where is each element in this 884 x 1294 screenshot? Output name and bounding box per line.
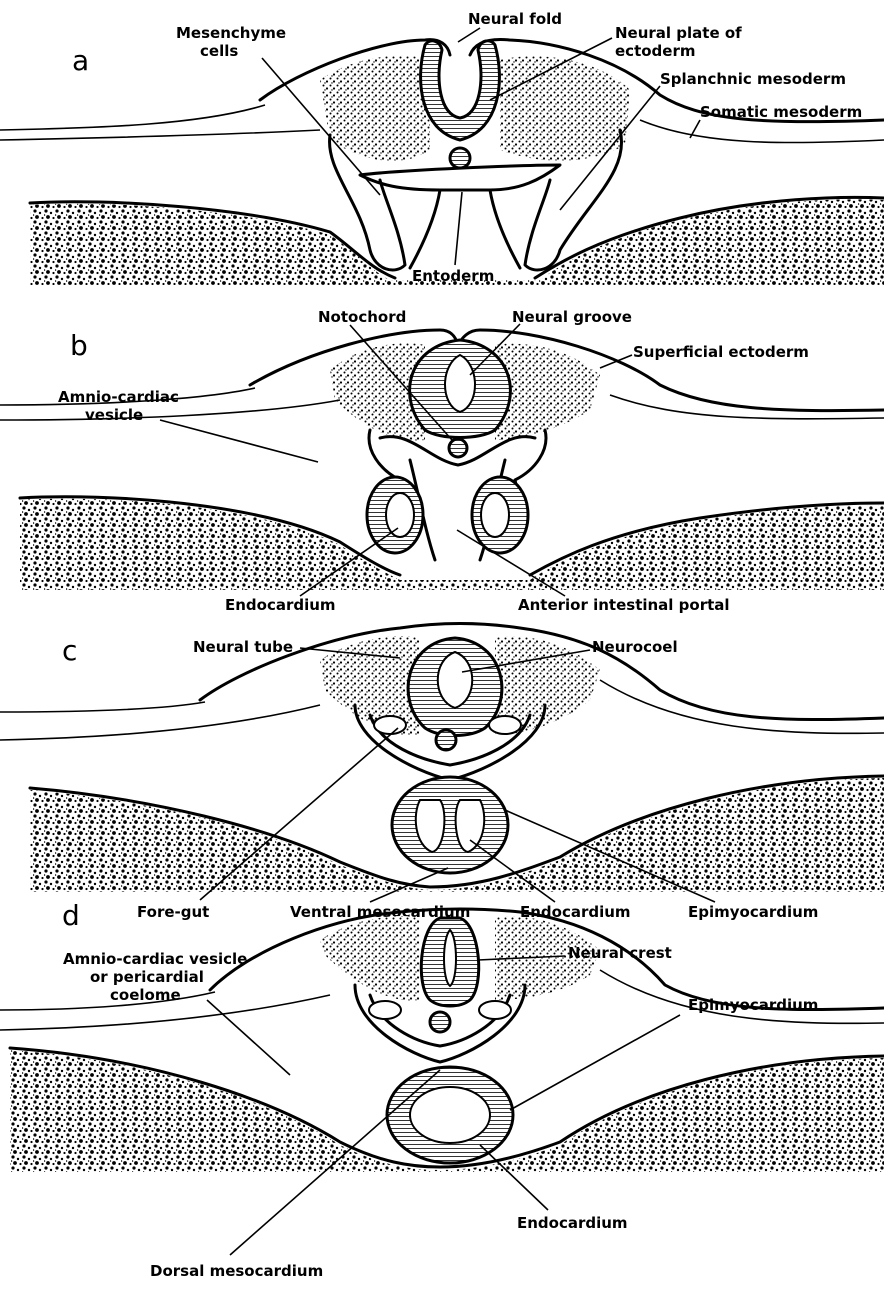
endocardium bbox=[410, 1087, 490, 1143]
label-neurocoel: Neurocoel bbox=[592, 638, 678, 656]
label-mesenchyme-line2: cells bbox=[200, 42, 238, 60]
leader-amnio bbox=[160, 420, 318, 462]
label-neural-tube: Neural tube bbox=[193, 638, 293, 656]
panel-c: c Neural tube Neurocoel Fore-gut Ventral… bbox=[0, 624, 884, 922]
notochord bbox=[436, 730, 456, 750]
coelom-left bbox=[374, 716, 406, 734]
label-amnio-line1: Amnio-cardiac vesicle bbox=[63, 950, 247, 968]
yolk-mass bbox=[20, 499, 884, 590]
label-somatic-mesoderm: Somatic mesoderm bbox=[700, 103, 862, 121]
label-entoderm: Entoderm bbox=[412, 267, 494, 285]
label-notochord: Notochord bbox=[318, 308, 406, 326]
label-amnio-line3: coelome bbox=[110, 986, 181, 1004]
notochord bbox=[450, 148, 470, 168]
somatic-left bbox=[0, 130, 320, 140]
notochord bbox=[430, 1012, 450, 1032]
label-endocardium: Endocardium bbox=[517, 1214, 628, 1232]
coelom-right bbox=[479, 1001, 511, 1019]
label-dorsal-mesocardium: Dorsal mesocardium bbox=[150, 1262, 323, 1280]
coelom-left bbox=[369, 1001, 401, 1019]
ectoderm-left-edge bbox=[0, 105, 265, 130]
label-neural-fold: Neural fold bbox=[468, 10, 562, 28]
notochord bbox=[449, 439, 467, 457]
label-epimyocardium: Epimyocardium bbox=[688, 903, 818, 921]
neurocoel bbox=[438, 652, 473, 708]
label-amnio-line1: Amnio-cardiac bbox=[58, 388, 179, 406]
neurocoel bbox=[444, 930, 456, 986]
label-epimyocardium: Epimyocardium bbox=[688, 996, 818, 1014]
ectoderm-left-edge bbox=[0, 992, 215, 1010]
heart bbox=[392, 777, 508, 873]
panel-c-letter: c bbox=[62, 634, 77, 667]
label-amnio-line2: or pericardial bbox=[90, 968, 204, 986]
entoderm-roof bbox=[360, 165, 560, 190]
label-endocardium: Endocardium bbox=[520, 903, 631, 921]
label-endocardium: Endocardium bbox=[225, 596, 336, 614]
leader-neural-fold bbox=[458, 28, 480, 42]
label-anterior-intestinal-portal: Anterior intestinal portal bbox=[518, 596, 730, 614]
label-superficial-ectoderm: Superficial ectoderm bbox=[633, 343, 809, 361]
coelom-right bbox=[489, 716, 521, 734]
somatic-right bbox=[600, 680, 884, 733]
endocardium-right bbox=[481, 493, 509, 537]
label-neural-plate-line1: Neural plate of bbox=[615, 24, 742, 42]
somatic-left bbox=[0, 705, 320, 740]
entoderm-walls bbox=[410, 190, 520, 268]
ectoderm-left-edge bbox=[0, 702, 205, 712]
panel-a: a Neural fold Mesenchyme cells Neural pl… bbox=[0, 10, 884, 285]
mesenchyme-left bbox=[320, 916, 420, 1001]
leader-entoderm bbox=[455, 192, 462, 265]
label-neural-plate-line2: ectoderm bbox=[615, 42, 695, 60]
panel-d: d Amnio-cardiac vesicle or pericardial c… bbox=[0, 899, 884, 1280]
endocardium-left bbox=[386, 493, 414, 537]
label-fore-gut: Fore-gut bbox=[137, 903, 209, 921]
label-mesenchyme-line1: Mesenchyme bbox=[176, 24, 286, 42]
label-amnio-line2: vesicle bbox=[85, 406, 143, 424]
label-neural-crest: Neural crest bbox=[568, 944, 672, 962]
somatic-right bbox=[640, 120, 884, 143]
label-neural-groove: Neural groove bbox=[512, 308, 632, 326]
panel-b-letter: b bbox=[70, 329, 88, 362]
mesenchyme-right bbox=[500, 56, 630, 160]
leader-amnio bbox=[207, 1000, 290, 1075]
panel-a-letter: a bbox=[72, 44, 89, 77]
label-splanchnic-mesoderm: Splanchnic mesoderm bbox=[660, 70, 846, 88]
neural-plate bbox=[421, 41, 500, 140]
panel-d-letter: d bbox=[62, 899, 80, 932]
panel-b: b Notochord Neural groove Superficial ec… bbox=[0, 308, 884, 614]
